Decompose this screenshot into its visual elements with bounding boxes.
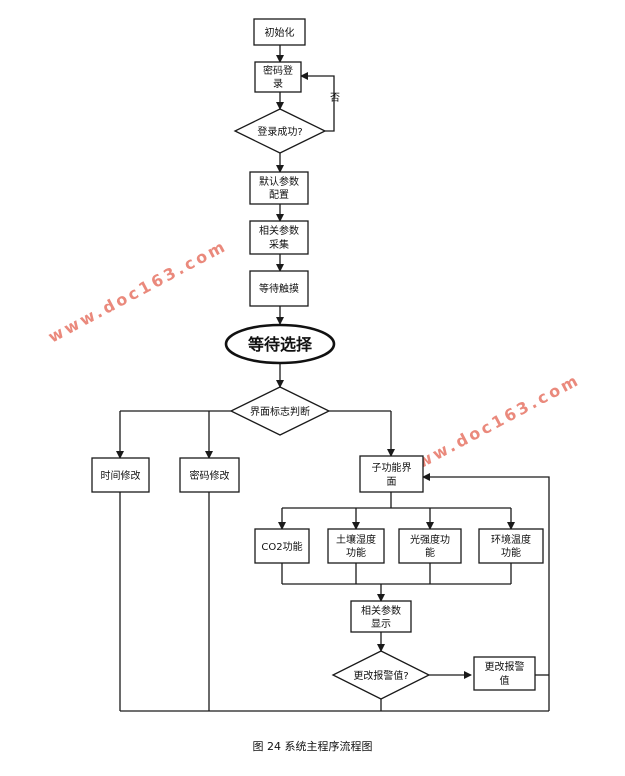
node-init-label: 初始化 [265, 26, 295, 39]
figure-caption: 图 24 系统主程序流程图 [252, 740, 373, 753]
connectors [116, 45, 550, 712]
node-time-modify: 时间修改 [91, 457, 150, 493]
node-login-success: 登录成功? [233, 108, 327, 154]
node-co2-function: CO2功能 [254, 528, 310, 564]
node-env-temperature: 环境温度 功能 [478, 528, 544, 564]
node-wait-select: 等待选择 [224, 323, 336, 365]
node-time-modify-label: 时间修改 [101, 469, 141, 482]
node-collect-params-line2: 采集 [269, 238, 289, 251]
node-sub-function: 子功能界 面 [359, 455, 424, 493]
node-display-params-line2: 显示 [371, 618, 391, 630]
node-interface-flag-label: 界面标志判断 [250, 405, 310, 418]
node-change-alarm-value-line1: 更改报警 [485, 660, 525, 673]
node-soil-humidity-line2: 功能 [346, 546, 366, 559]
node-change-alarm-value: 更改报警 值 [473, 656, 536, 691]
node-password-modify: 密码修改 [179, 457, 240, 493]
node-soil-humidity-line1: 土壤湿度 [336, 533, 376, 546]
node-change-alarm: 更改报警值? [331, 650, 431, 700]
watermark-left: www.doc163.com [45, 236, 230, 347]
node-interface-flag: 界面标志判断 [229, 386, 331, 436]
node-light-intensity-line2: 能 [425, 546, 435, 559]
node-sub-function-line2: 面 [387, 477, 397, 488]
node-password-login: 密码登 录 [254, 61, 302, 93]
node-default-params-line2: 配置 [269, 189, 289, 201]
node-password-login-line2: 录 [273, 78, 283, 90]
node-login-success-label: 登录成功? [257, 125, 302, 138]
node-wait-touch: 等待触摸 [249, 270, 309, 307]
node-password-login-line1: 密码登 [263, 64, 293, 77]
node-wait-select-label: 等待选择 [247, 335, 313, 354]
node-display-params: 相关参数 显示 [350, 600, 412, 633]
node-light-intensity-line1: 光强度功 [410, 533, 450, 546]
node-change-alarm-value-line2: 值 [500, 674, 510, 687]
watermark-right: www.doc163.com [398, 370, 583, 481]
node-default-params: 默认参数 配置 [249, 171, 309, 205]
node-sub-function-line1: 子功能界 [372, 461, 412, 474]
node-collect-params-line1: 相关参数 [259, 224, 299, 237]
node-default-params-line1: 默认参数 [259, 175, 299, 188]
node-change-alarm-label: 更改报警值? [353, 669, 408, 682]
node-env-temperature-line2: 功能 [501, 546, 521, 559]
no-branch-label: 否 [330, 92, 340, 104]
node-env-temperature-line1: 环境温度 [491, 533, 531, 546]
node-soil-humidity: 土壤湿度 功能 [327, 528, 385, 564]
node-light-intensity: 光强度功 能 [398, 528, 462, 564]
node-collect-params: 相关参数 采集 [249, 220, 309, 255]
node-password-modify-label: 密码修改 [190, 469, 230, 482]
node-co2-function-label: CO2功能 [261, 540, 302, 553]
node-init: 初始化 [253, 18, 306, 46]
node-display-params-line1: 相关参数 [361, 604, 401, 617]
node-wait-touch-label: 等待触摸 [259, 282, 299, 295]
